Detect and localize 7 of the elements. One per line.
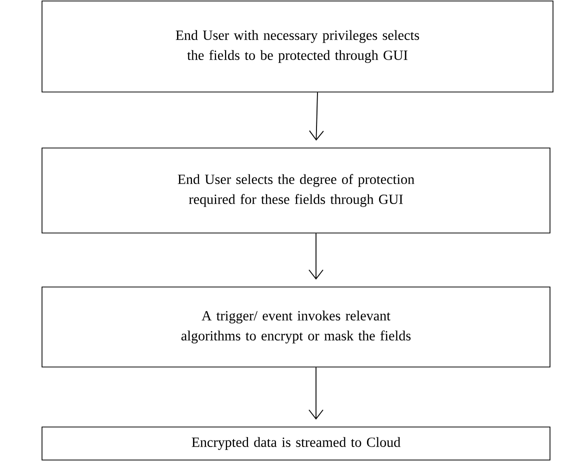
- process-box: End User with necessary privileges selects the fields to be protected through GUI: [42, 0, 554, 92]
- arrow: [309, 92, 324, 141]
- process-box: Encrypted data is streamed to Cloud: [42, 426, 550, 460]
- process-box: A trigger/ event invokes relevant algorithms to encrypt or mask the fields: [42, 286, 550, 368]
- process-box: End User selects the degree of protection required for these fields through GUI: [42, 148, 550, 234]
- arrow: [308, 366, 324, 420]
- arrow: [308, 232, 324, 280]
